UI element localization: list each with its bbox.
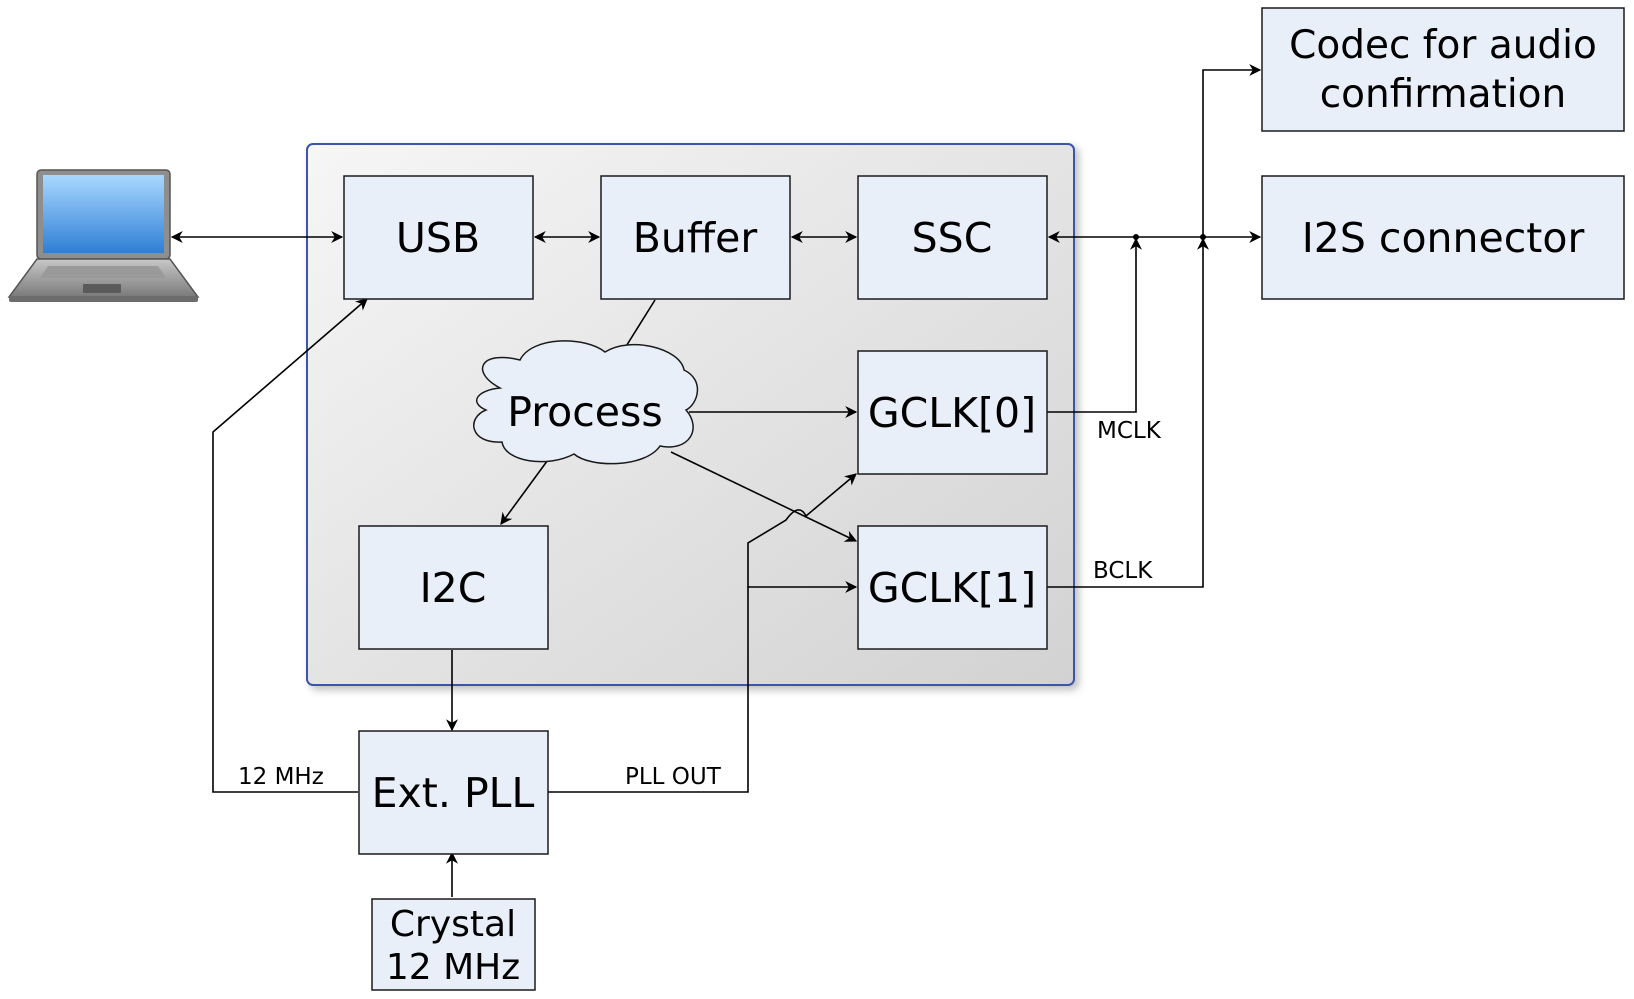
usb-block	[343, 175, 534, 300]
process-i2c-link	[500, 452, 554, 525]
buffer-label: Buffer	[633, 214, 758, 262]
pll-out-label: PLL OUT	[625, 764, 722, 790]
pll-out-wire	[548, 581, 858, 793]
pll-out-gclk0-branch	[747, 473, 857, 587]
codec-block	[1261, 7, 1625, 132]
ext-pll-block	[358, 730, 549, 855]
crystal-label-line1: Crystal	[390, 904, 516, 945]
codec-label-line1: Codec for audio	[1289, 23, 1597, 68]
crystal-label-line2: 12 MHz	[386, 947, 520, 988]
ext-pll-label: Ext. PLL	[372, 769, 535, 817]
process-label: Process	[507, 388, 663, 436]
codec-tap-wire	[1202, 64, 1262, 237]
mclk-wire	[1046, 237, 1142, 413]
gclk0-block	[857, 350, 1048, 475]
i2s-connector-block	[1261, 175, 1625, 300]
i2c-block	[358, 525, 549, 650]
ssc-block	[857, 175, 1048, 300]
ssc-label: SSC	[912, 214, 993, 262]
bclk-label: BCLK	[1093, 558, 1153, 584]
codec-label-line2: confirmation	[1320, 72, 1567, 117]
gclk1-label: GCLK[1]	[868, 564, 1036, 612]
laptop-icon	[7, 169, 200, 302]
buffer-block	[600, 175, 791, 300]
mclk-label: MCLK	[1097, 418, 1162, 444]
i2c-label: I2C	[420, 564, 487, 612]
clk-12mhz-label: 12 MHz	[238, 764, 324, 790]
bclk-wire	[1046, 237, 1209, 588]
i2s-connector-label: I2S connector	[1302, 214, 1585, 262]
clk-12mhz-wire	[212, 298, 368, 793]
gclk1-block	[857, 525, 1048, 650]
usb-label: USB	[396, 214, 480, 262]
process-gclk1-link	[670, 451, 858, 542]
crystal-block	[371, 898, 536, 991]
process-cloud	[473, 340, 699, 465]
gclk0-label: GCLK[0]	[868, 389, 1036, 437]
